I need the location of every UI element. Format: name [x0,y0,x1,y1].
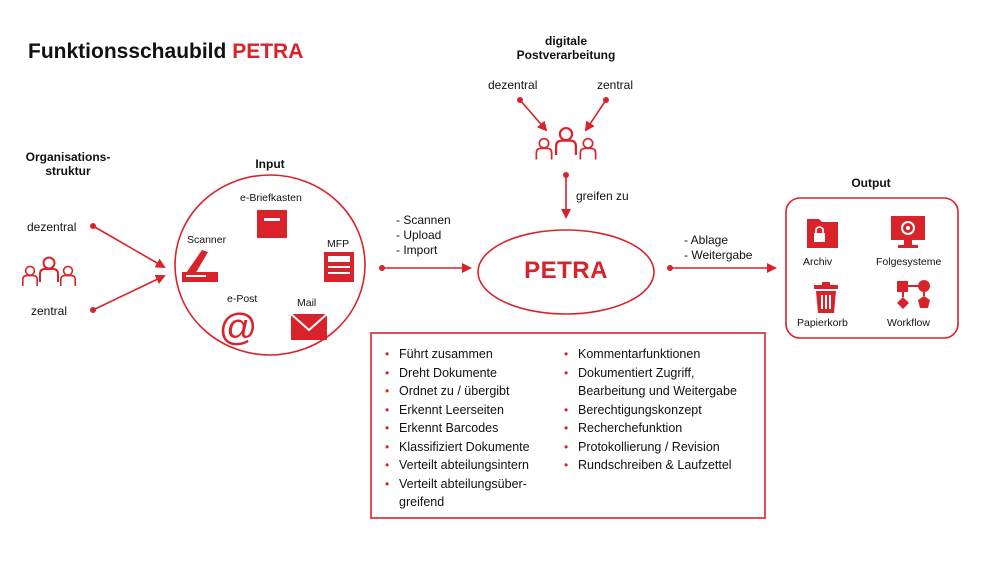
input-mail-label: Mail [297,297,317,309]
input-circle [174,174,366,356]
feature-item: Verteilt abteilungsüber- greifend [381,475,566,512]
org-zentral-label: zentral [31,304,68,318]
people-icon [21,256,76,287]
monitor-gear-icon [891,216,925,248]
output-header: Output [851,176,891,190]
top-dezentral-label: dezentral [488,78,538,92]
input-header: Input [255,157,285,171]
envelope-icon [290,313,328,340]
feature-list-right: Kommentarfunktionen Dokumentiert Zugriff… [560,345,760,475]
feature-item: Verteilt abteilungsintern [381,456,566,475]
input-mfp-label: MFP [327,238,350,250]
feature-item: Führt zusammen [381,345,566,364]
feature-box [370,332,766,519]
method-item: - Upload [396,228,442,242]
input-scanner-label: Scanner [187,234,227,246]
top-arrow-zentral [584,97,609,132]
output-method-item: - Weitergabe [684,248,753,262]
top-header: digitale Postverarbeitung [516,34,616,62]
feature-item: Dokumentiert Zugriff, Bearbeitung und We… [560,364,760,401]
feature-item: Rundschreiben & Laufzettel [560,456,760,475]
at-icon: @ [219,307,258,349]
printer-icon [324,252,354,282]
input-briefkasten-label: e-Briefkasten [240,192,302,204]
org-arrow-dezentral [90,223,166,269]
access-label: greifen zu [576,189,629,203]
folder-lock-icon [807,219,838,248]
top-arrow-dezentral [517,97,548,132]
input-epost-label: e-Post [227,293,258,305]
org-arrow-zentral [90,274,166,313]
petra-ellipse [477,229,655,315]
output-papierkorb-label: Papierkorb [797,317,848,329]
feature-item: Erkennt Leerseiten [381,401,566,420]
scanner-icon [182,250,218,282]
feature-item: Erkennt Barcodes [381,419,566,438]
title-accent: PETRA [232,40,304,63]
output-methods: - Ablage - Weitergabe [684,233,752,263]
feature-list-left: Führt zusammen Dreht Dokumente Ordnet zu… [381,345,566,512]
top-people-icon [535,126,597,161]
trash-icon [814,282,838,313]
output-folgesysteme-label: Folgesysteme [876,256,942,268]
top-zentral-label: zentral [597,78,634,92]
feature-item: Dreht Dokumente [381,364,566,383]
feature-item: Recherchefunktion [560,419,760,438]
feature-item: Protokollierung / Revision [560,438,760,457]
feature-item: Berechtigungskonzept [560,401,760,420]
input-methods: - Scannen - Upload - Import [396,213,451,258]
method-item: - Scannen [396,213,451,227]
feature-item: Kommentarfunktionen [560,345,760,364]
title-prefix: Funktionsschaubild [28,40,227,63]
page-title: Funktionsschaubild PETRA [28,40,303,64]
access-arrow [561,172,571,219]
method-item: - Import [396,243,438,257]
output-workflow-label: Workflow [887,317,930,329]
mailbox-icon [257,210,287,238]
output-archiv-label: Archiv [803,256,833,268]
workflow-icon [897,280,930,309]
petra-output-arrow [667,263,777,273]
petra-label: PETRA [524,257,608,284]
input-petra-arrow [379,263,472,273]
output-method-item: - Ablage [684,233,729,247]
svg-text:@: @ [219,307,258,349]
feature-item: Ordnet zu / übergibt [381,382,566,401]
org-dezentral-label: dezentral [27,220,77,234]
feature-item: Klassifiziert Dokumente [381,438,566,457]
output-box [785,197,959,339]
org-header: Organisations- struktur [25,150,111,178]
